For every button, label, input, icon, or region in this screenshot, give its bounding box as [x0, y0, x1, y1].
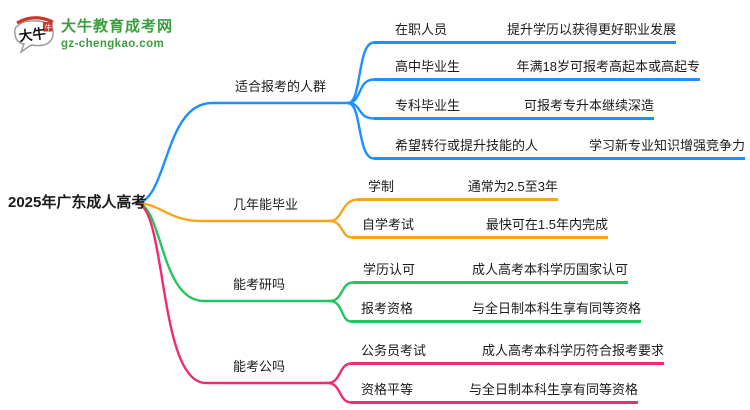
branch-lines-graduation — [135, 198, 360, 239]
leaf-keyword: 专科毕业生 — [395, 98, 461, 113]
leaf-description: 与全日制本科生享有同等资格 — [471, 301, 641, 316]
branch-label-graduation: 几年能毕业 — [233, 197, 299, 212]
logo-bubble-icon: 牛 大牛 — [14, 16, 54, 54]
leaf-keyword: 希望转行或提升技能的人 — [395, 138, 539, 153]
logo-domain: gz-chengkao.com — [61, 37, 165, 50]
leaf-row: 希望转行或提升技能的人 学习新专业知识增强竞争力 — [374, 134, 745, 160]
leaf-description: 可报考专升本继续深造 — [523, 98, 654, 113]
branch-lines-suitable — [135, 41, 376, 205]
leaf-row: 报考资格 与全日制本科生享有同等资格 — [351, 297, 641, 323]
leaf-description: 学习新专业知识增强竞争力 — [588, 138, 745, 153]
logo-title: 大牛教育成考网 — [61, 18, 174, 36]
site-logo: 牛 大牛 大牛教育成考网 gz-chengkao.com — [13, 14, 173, 56]
leaf-keyword: 学历认可 — [363, 262, 416, 277]
leaf-description: 年满18岁可报考高起本或高起专 — [516, 59, 700, 74]
logo-red-arc — [16, 16, 54, 25]
leaf-keyword: 公务员考试 — [361, 343, 427, 358]
leaf-row: 资格平等 与全日制本科生享有同等资格 — [351, 378, 638, 404]
leaf-row: 学历认可 成人高考本科学历国家认可 — [353, 258, 628, 284]
leaf-keyword: 在职人员 — [395, 22, 448, 37]
branch-label-postgrad: 能考研吗 — [233, 277, 286, 292]
leaf-description: 最快可在1.5年内完成 — [485, 217, 608, 232]
svg-text:牛: 牛 — [45, 22, 53, 32]
branch-label-civilservice: 能考公吗 — [233, 359, 286, 374]
leaf-keyword: 资格平等 — [361, 382, 414, 397]
branch-lines-civilservice — [135, 201, 353, 404]
branch-label-suitable: 适合报考的人群 — [235, 79, 327, 94]
leaf-keyword: 高中毕业生 — [395, 59, 461, 74]
leaf-description: 与全日制本科生享有同等资格 — [468, 382, 638, 397]
leaf-row: 高中毕业生 年满18岁可报考高起本或高起专 — [374, 55, 700, 81]
logo-mark-text: 大牛 — [18, 25, 47, 44]
leaf-keyword: 报考资格 — [361, 301, 414, 316]
leaf-row: 公务员考试 成人高考本科学历符合报考要求 — [351, 339, 664, 365]
leaf-description: 提升学历以获得更好职业发展 — [506, 22, 676, 37]
leaf-description: 通常为2.5至3年 — [467, 179, 558, 194]
leaf-keyword: 学制 — [368, 179, 395, 194]
leaf-keyword: 自学考试 — [362, 217, 415, 232]
logo-red-seal — [43, 22, 53, 32]
mindmap-root-node: 2025年广东成人高考 — [8, 194, 147, 211]
leaf-row: 学制 通常为2.5至3年 — [358, 175, 558, 201]
leaf-description: 成人高考本科学历符合报考要求 — [481, 343, 664, 358]
leaf-row: 专科毕业生 可报考专升本继续深造 — [374, 94, 654, 120]
leaf-description: 成人高考本科学历国家认可 — [471, 262, 628, 277]
leaf-row: 自学考试 最快可在1.5年内完成 — [352, 213, 608, 239]
leaf-row: 在职人员 提升学历以获得更好职业发展 — [374, 18, 676, 44]
